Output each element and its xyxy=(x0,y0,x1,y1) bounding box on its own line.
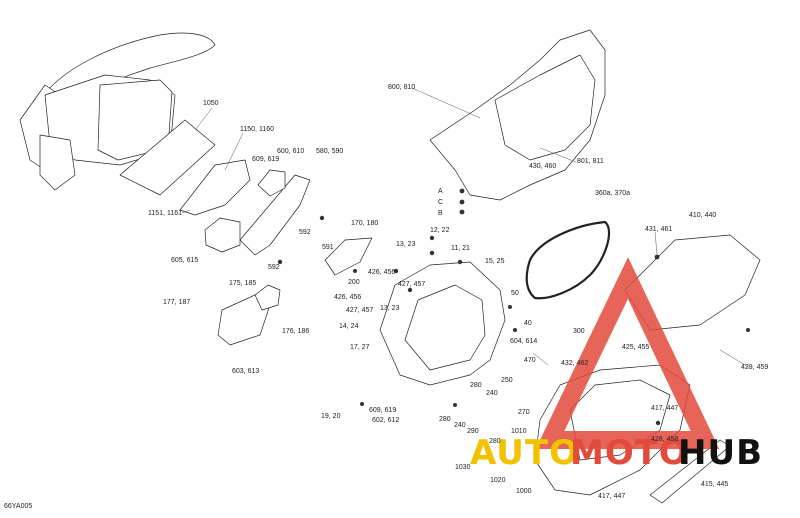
callout-432: 432, 462 xyxy=(561,360,589,367)
callout-280c: 280 xyxy=(489,438,501,445)
nut-426 xyxy=(393,268,399,274)
callout-13: 13, 23 xyxy=(396,241,416,248)
callout-609b: 609, 619 xyxy=(369,407,397,414)
screw-12 xyxy=(429,235,435,241)
nut-427 xyxy=(407,287,413,293)
callout-470: 470 xyxy=(524,357,536,364)
callout-430: 430, 460 xyxy=(529,163,557,170)
callout-240a: 240 xyxy=(486,390,498,397)
callout-591: 591 xyxy=(322,244,334,251)
callout-290: 290 xyxy=(467,428,479,435)
mount-bracket-left xyxy=(39,134,76,191)
callout-11: 11, 21 xyxy=(451,245,470,252)
callout-176: 176, 186 xyxy=(282,328,310,335)
callout-604: 604, 614 xyxy=(510,338,538,345)
callout-170: 170, 180 xyxy=(351,220,379,227)
clip-175 xyxy=(254,284,281,311)
callout-13b: 13, 23 xyxy=(380,305,400,312)
bolt-200 xyxy=(353,269,357,273)
callout-592a: 592 xyxy=(299,229,311,236)
callout-50: 50 xyxy=(511,290,519,297)
callout-250: 250 xyxy=(501,377,513,384)
console-tray-1150 xyxy=(179,159,251,216)
side-bracket-580 xyxy=(239,174,311,256)
callout-280a: 280 xyxy=(470,382,482,389)
screw-a xyxy=(459,188,465,194)
callout-280b: 280 xyxy=(439,416,451,423)
cover-605 xyxy=(204,217,241,253)
floor-mat-1050 xyxy=(119,119,216,196)
callout-1020: 1020 xyxy=(490,477,506,484)
callout-592b: 592 xyxy=(268,264,280,271)
wire-harness-170 xyxy=(324,237,373,276)
callout-1150: 1150, 1160 xyxy=(240,126,274,133)
diagram-code: 66YA005 xyxy=(4,503,33,510)
callout-801: 801, 811 xyxy=(577,158,604,165)
watermark-word-hub: HUB xyxy=(678,433,763,473)
watermark-word-moto: MOTO xyxy=(570,433,689,473)
callout-800: 800, 810 xyxy=(388,84,416,91)
callout-270: 270 xyxy=(518,409,530,416)
callout-603: 603, 613 xyxy=(232,368,260,375)
callout-609: 609, 619 xyxy=(252,156,280,163)
nut-431 xyxy=(654,254,660,260)
callout-427a: 427, 457 xyxy=(398,281,426,288)
callout-1000: 1000 xyxy=(516,488,532,495)
nut-429 xyxy=(746,328,750,332)
callout-410: 410, 440 xyxy=(689,212,717,219)
callout-300: 300 xyxy=(573,328,585,335)
callout-12: 12, 22 xyxy=(430,227,450,234)
callout-200: 200 xyxy=(348,279,360,286)
screw-b xyxy=(459,209,465,215)
callout-602: 602, 612 xyxy=(372,417,400,424)
callout-417a: 417, 447 xyxy=(651,405,679,412)
callout-426a: 426, 456 xyxy=(368,269,396,276)
callout-240b: 240 xyxy=(454,422,466,429)
callout-428: 428, 458 xyxy=(651,436,679,443)
callout-b: B xyxy=(438,210,443,217)
callout-40: 40 xyxy=(524,320,532,327)
callout-580: 580, 590 xyxy=(316,148,344,155)
fender-inner xyxy=(494,54,596,161)
trim-strip-415 xyxy=(649,439,731,504)
screw-15 xyxy=(457,259,463,265)
callout-426b: 426, 456 xyxy=(334,294,362,301)
callout-19: 19, 20 xyxy=(321,413,341,420)
callout-431: 431, 461 xyxy=(645,226,673,233)
side-panel-inner xyxy=(404,284,486,371)
callout-425a: 425, 455 xyxy=(622,344,650,351)
callout-1010: 1010 xyxy=(511,428,527,435)
callout-177: 177, 187 xyxy=(163,299,191,306)
cover-609 xyxy=(257,169,286,197)
callout-1030: 1030 xyxy=(455,464,471,471)
callout-c: C xyxy=(438,199,444,206)
bolt-50 xyxy=(508,305,512,309)
callout-415: 415, 445 xyxy=(701,481,729,488)
callout-429: 429, 459 xyxy=(741,364,769,371)
callout-605: 605, 615 xyxy=(171,257,199,264)
screw-592b xyxy=(277,259,283,265)
watermark-word-auto: AUTO xyxy=(470,433,579,473)
screw-11 xyxy=(429,250,435,256)
callout-600: 600, 610 xyxy=(277,148,305,155)
bolt-280 xyxy=(453,403,457,407)
callout-14: 14, 24 xyxy=(339,323,359,330)
callout-a: A xyxy=(438,188,443,195)
callout-1050: 1050 xyxy=(203,100,219,107)
screw-c xyxy=(459,199,465,205)
callout-417b: 417, 447 xyxy=(598,493,626,500)
callout-17: 17, 27 xyxy=(350,344,370,351)
callout-175: 175, 185 xyxy=(229,280,257,287)
screw-592a xyxy=(319,215,325,221)
seal-360a xyxy=(525,220,610,300)
callout-1151: 1151, 1161 xyxy=(148,210,182,217)
bolt-19 xyxy=(360,402,364,406)
nut-417 xyxy=(655,420,661,426)
callout-427b: 427, 457 xyxy=(346,307,374,314)
callout-360a: 360a, 370a xyxy=(595,190,631,197)
bolt-40 xyxy=(513,328,517,332)
callout-15: 15, 25 xyxy=(485,258,505,265)
